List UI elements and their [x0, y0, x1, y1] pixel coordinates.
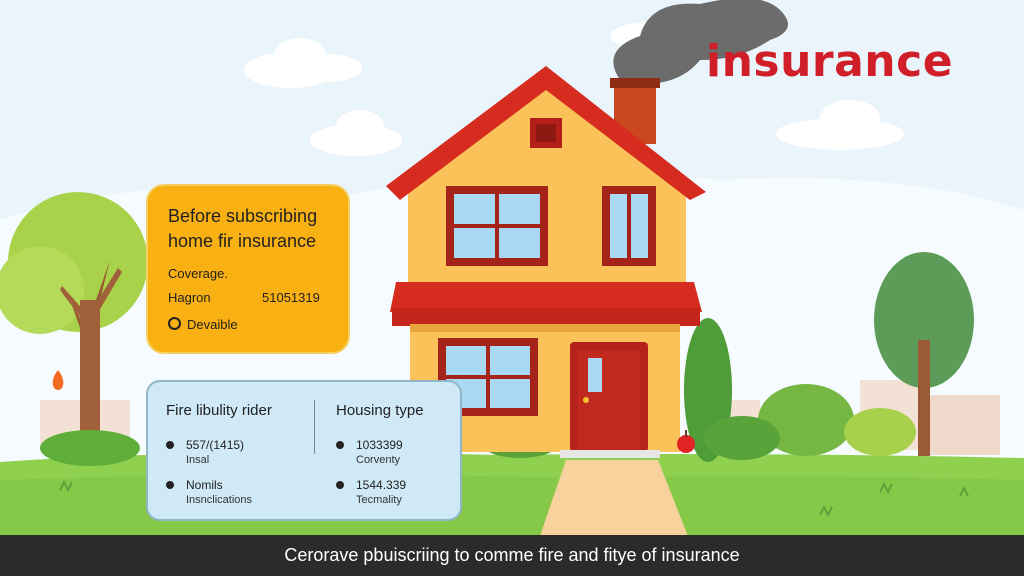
housing-type-column: Housing type 1033399 Corventy 1544.339 T…: [336, 402, 424, 506]
bullet-icon: [336, 481, 344, 489]
card-title-line1: Before subscribing: [168, 206, 318, 226]
smoke-cloud: [613, 0, 788, 85]
item-secondary: Insnclications: [186, 494, 253, 506]
region-value: 51051319: [262, 290, 320, 305]
bullet-icon: [336, 441, 344, 449]
details-card: Fire libulity rider 557/(1415) Insal Nom…: [146, 380, 462, 521]
cloud-right: [776, 100, 904, 150]
bullet-icon: [166, 481, 174, 489]
item-primary: Nomils: [186, 478, 223, 492]
cloud-mid: [310, 110, 402, 156]
card-title-line2: home fir insurance: [168, 231, 317, 251]
region-label: Hagron: [168, 290, 211, 305]
fire-liability-column: Fire libulity rider 557/(1415) Insal Nom…: [166, 402, 272, 506]
item-secondary: Corventy: [356, 454, 401, 466]
option-label: Devaible: [187, 317, 238, 332]
coverage-label: Coverage.: [168, 266, 228, 281]
column-header: Fire libulity rider: [166, 402, 272, 419]
item-secondary: Insal: [186, 454, 210, 466]
column-divider: [314, 400, 315, 454]
item-secondary: Tecmality: [356, 494, 402, 506]
caption-bar: Cerorave pbuiscriing to comme fire and f…: [0, 535, 1024, 576]
fire-icon: [52, 370, 64, 390]
item-primary: 557/(1415): [186, 438, 245, 452]
bullet-icon: [166, 441, 174, 449]
brand-logo: insurance: [706, 36, 954, 87]
before-subscribing-card: Before subscribing home fir insurance Co…: [146, 184, 350, 354]
round-tree: [874, 252, 974, 456]
card-title: Before subscribing home fir insurance: [168, 204, 317, 254]
cloud-left: [244, 38, 362, 88]
item-primary: 1544.339: [356, 478, 407, 492]
deductible-option[interactable]: Devaible: [168, 317, 238, 332]
caption-text: Cerorave pbuiscriing to comme fire and f…: [284, 545, 740, 565]
item-primary: 1033399: [356, 438, 403, 452]
apple-icon: [677, 430, 695, 453]
column-header: Housing type: [336, 402, 424, 419]
tree-icon: [0, 192, 148, 460]
house-illustration: [386, 66, 706, 458]
radio-icon[interactable]: [168, 317, 181, 330]
